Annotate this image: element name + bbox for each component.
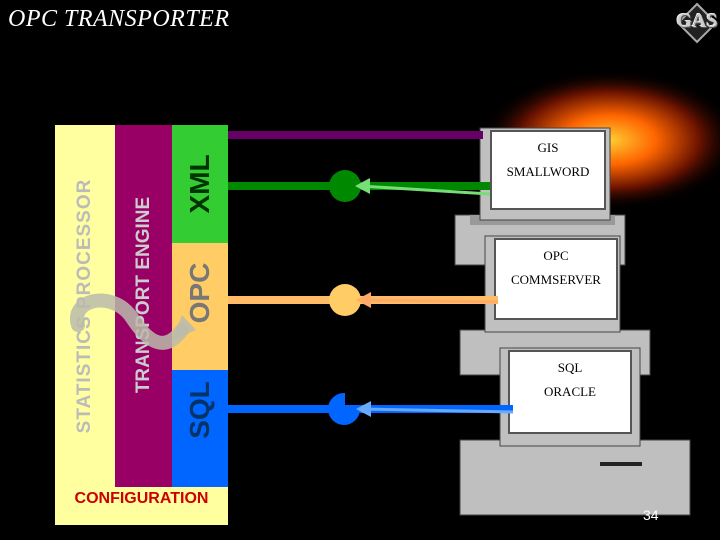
xml-block: XML (172, 125, 228, 243)
top-link-line (228, 131, 483, 139)
opc-screen: OPC COMMSERVER (494, 238, 618, 320)
opc-block: OPC (172, 243, 228, 370)
sql-screen: SQL ORACLE (508, 350, 632, 434)
oracle-label: ORACLE (544, 384, 596, 399)
opc-connector (329, 284, 361, 316)
sql-connector (328, 392, 360, 425)
sql-label: SQL (557, 360, 583, 375)
logo-text: GAS (676, 10, 718, 32)
configuration-label: CONFIGURATION (74, 490, 209, 507)
xml-connector (329, 170, 361, 202)
opc-label: OPC (543, 248, 569, 263)
page-number: 34 (643, 507, 659, 523)
sql-block: SQL (172, 370, 228, 487)
commserver-label: COMMSERVER (511, 272, 601, 287)
gis-screen: GIS SMALLWORD (490, 130, 606, 210)
smallword-label: SMALLWORD (506, 164, 590, 179)
slide-title: OPC TRANSPORTER (8, 6, 230, 32)
gas-logo: GAS (676, 2, 718, 44)
gis-label: GIS (537, 140, 559, 155)
configuration-bar: CONFIGURATION (55, 487, 228, 525)
